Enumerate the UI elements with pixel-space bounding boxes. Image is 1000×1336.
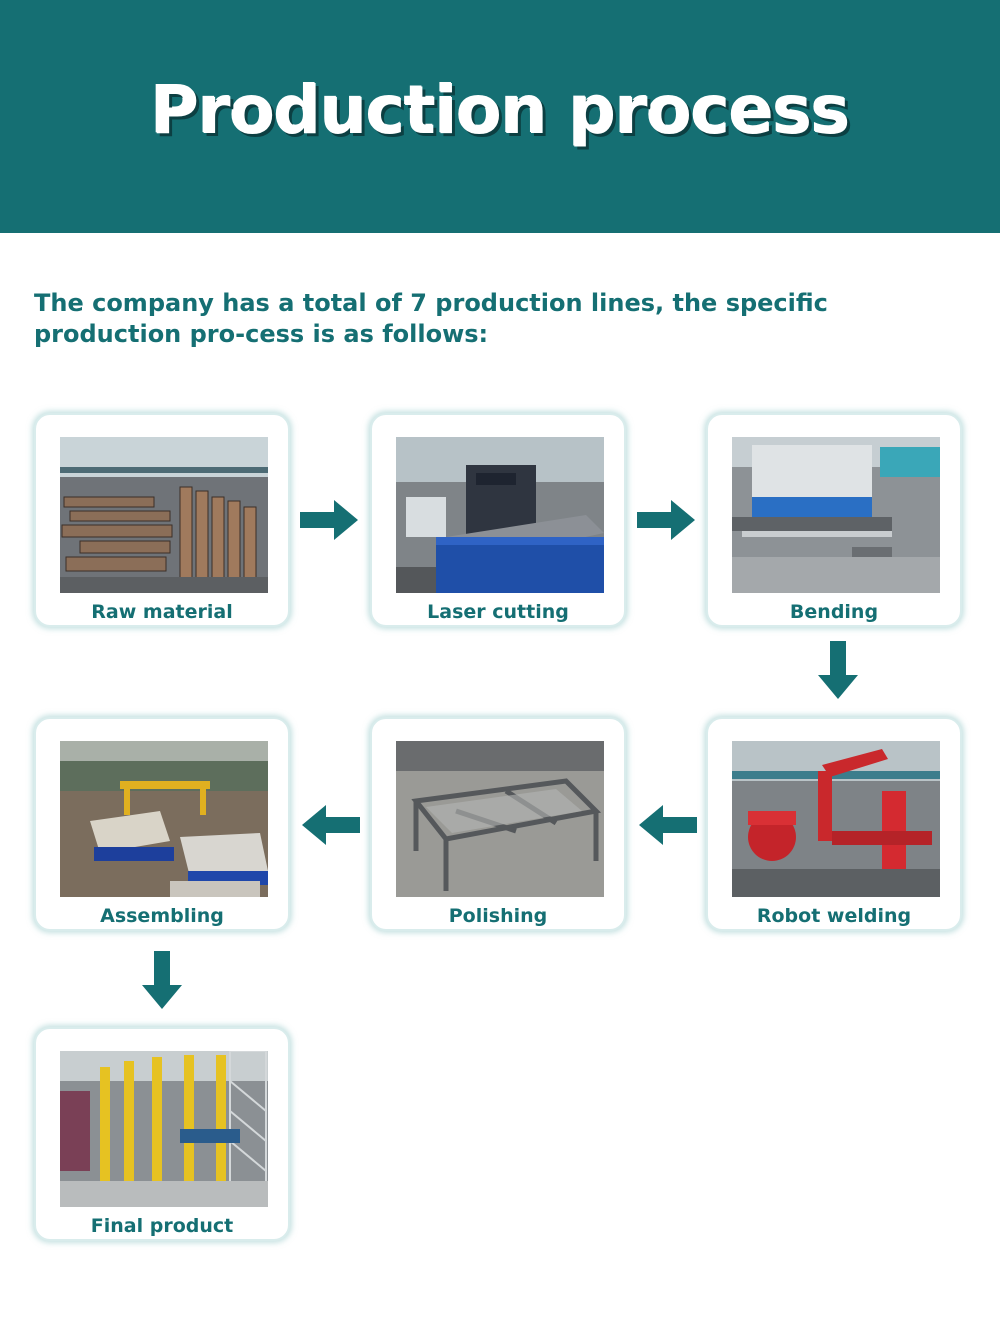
- step-label: Laser cutting: [427, 601, 569, 623]
- assembling-photo: [60, 741, 268, 897]
- page-title: Production process: [150, 72, 851, 149]
- step-card-final-product: Final product: [34, 1027, 290, 1241]
- step-card-polishing: Polishing: [370, 717, 626, 931]
- arrow-down-icon: [818, 641, 858, 699]
- polishing-photo: [396, 741, 604, 897]
- arrow-down-icon: [142, 951, 182, 1009]
- step-label: Bending: [789, 601, 879, 623]
- step-card-assembling: Assembling: [34, 717, 290, 931]
- step-label: Final product: [90, 1215, 234, 1237]
- step-label: Robot welding: [756, 905, 912, 927]
- step-card-robot-welding: Robot welding: [706, 717, 962, 931]
- intro-text: The company has a total of 7 production …: [34, 289, 828, 348]
- arrow-left-icon: [302, 805, 360, 845]
- laser-cutting-photo: [396, 437, 604, 593]
- arrow-right-icon: [637, 500, 695, 540]
- raw-material-photo: [60, 437, 268, 593]
- step-card-bending: Bending: [706, 413, 962, 627]
- robot-welding-photo: [732, 741, 940, 897]
- step-card-laser-cutting: Laser cutting: [370, 413, 626, 627]
- arrow-right-icon: [300, 500, 358, 540]
- header-banner: Production process: [0, 0, 1000, 233]
- step-label: Polishing: [448, 905, 548, 927]
- step-card-raw-material: Raw material: [34, 413, 290, 627]
- step-label: Assembling: [100, 905, 224, 927]
- arrow-left-icon: [639, 805, 697, 845]
- bending-photo: [732, 437, 940, 593]
- step-label: Raw material: [91, 601, 233, 623]
- final-product-photo: [60, 1051, 268, 1207]
